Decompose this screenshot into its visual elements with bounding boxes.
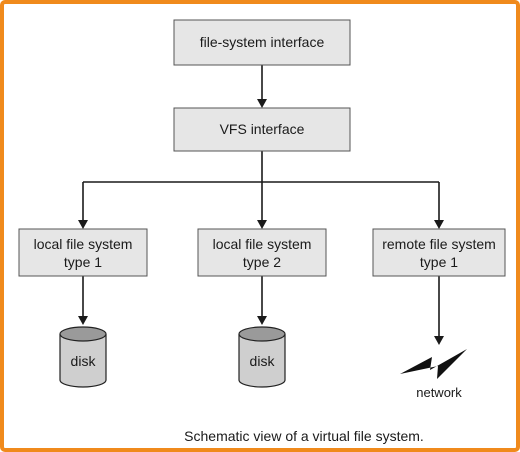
- arrowhead-local-fs-1: [78, 220, 88, 229]
- disk-2-icon: disk: [238, 326, 286, 388]
- file-system-interface-box: file-system interface: [173, 19, 351, 66]
- figure-caption: Schematic view of a virtual file system.: [184, 428, 424, 444]
- disk-2-label: disk: [250, 353, 276, 369]
- arrowhead-remote-fs-1: [434, 220, 444, 229]
- remote-fs-1-label-line-2: type 1: [420, 254, 458, 270]
- network-label: network: [416, 385, 462, 400]
- remote-fs-1-label-line-1: remote file system: [382, 236, 496, 252]
- arrowhead-disk-2: [257, 316, 267, 325]
- local-file-system-type-2-box: local file system type 2: [197, 228, 327, 277]
- connectors: [78, 65, 444, 345]
- arrowhead-vfs: [257, 99, 267, 108]
- file-system-interface-label: file-system interface: [200, 34, 325, 50]
- local-fs-2-label-line-2: type 2: [243, 254, 281, 270]
- vfs-diagram: file-system interface VFS interface loca…: [18, 19, 506, 444]
- arrowhead-network: [434, 336, 444, 345]
- lightning-bolt-icon: [400, 349, 467, 379]
- arrowhead-disk-1: [78, 316, 88, 325]
- disk-1-label: disk: [71, 353, 97, 369]
- local-fs-1-label-line-1: local file system: [34, 236, 133, 252]
- disk-1-icon: disk: [59, 326, 107, 388]
- network-icon: network: [400, 349, 467, 400]
- local-file-system-type-1-box: local file system type 1: [18, 228, 148, 277]
- local-fs-2-label-line-1: local file system: [213, 236, 312, 252]
- arrowhead-local-fs-2: [257, 220, 267, 229]
- remote-file-system-type-1-box: remote file system type 1: [372, 228, 506, 277]
- vfs-interface-label: VFS interface: [220, 121, 305, 137]
- local-fs-1-label-line-2: type 1: [64, 254, 102, 270]
- vfs-interface-box: VFS interface: [173, 107, 351, 152]
